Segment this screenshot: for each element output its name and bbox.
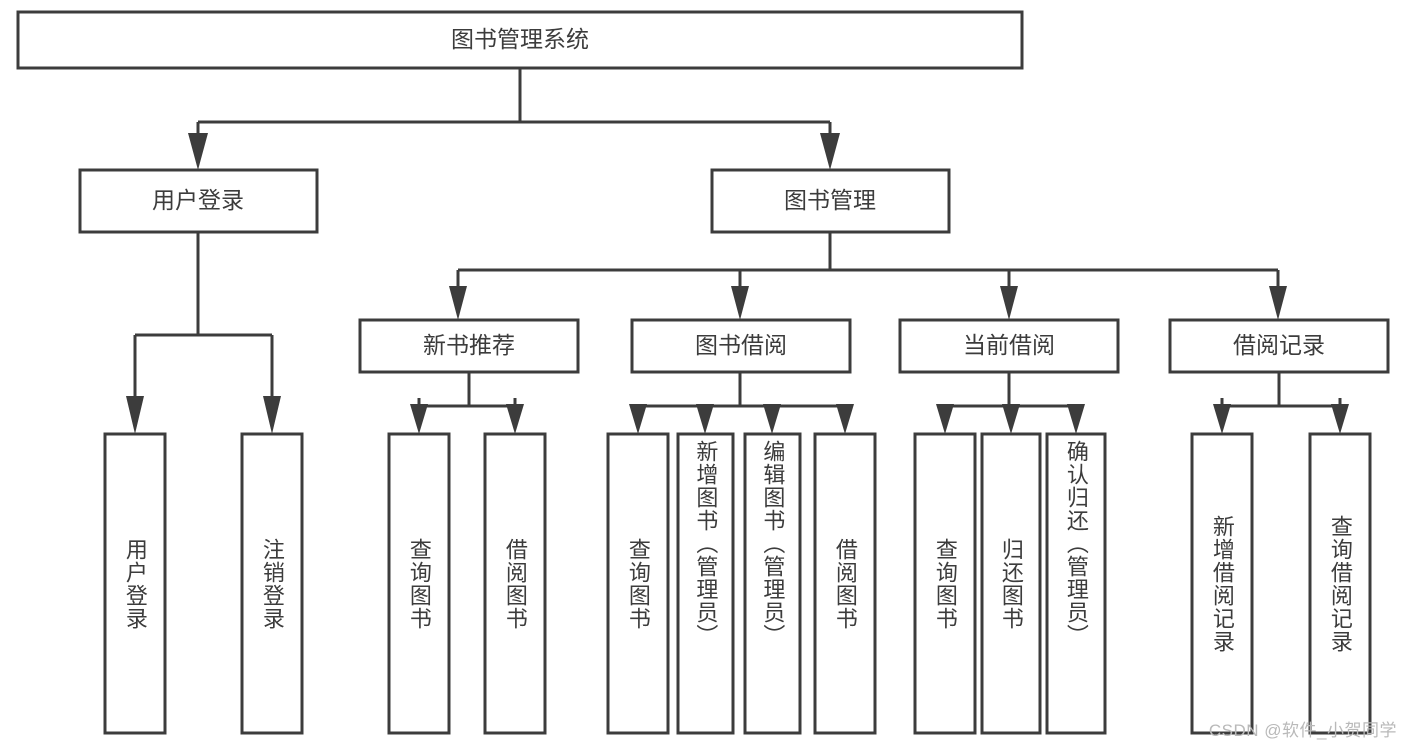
arrowhead-leaf-edit-book — [763, 404, 781, 434]
arrowhead-leaf-add-book — [696, 404, 714, 434]
node-leaf-user-login-box[interactable] — [103, 432, 167, 735]
node-leaf-query-book-1-box[interactable] — [387, 432, 451, 735]
node-user-login-box[interactable] — [78, 168, 319, 234]
node-new-book-recommend-label: 新书推荐 — [423, 332, 515, 358]
node-leaf-return-book-box[interactable] — [980, 432, 1042, 735]
arrowhead-leaf-query-book-1 — [410, 404, 428, 434]
arrowhead-leaf-user-logout — [263, 396, 281, 434]
node-leaf-user-logout-box[interactable] — [240, 432, 304, 735]
node-book-manage[interactable]: 图书管理 — [710, 168, 951, 234]
node-root-label: 图书管理系统 — [451, 26, 589, 52]
node-borrow-record[interactable]: 借阅记录 — [1168, 318, 1390, 374]
arrowhead-leaf-query-book-3 — [936, 404, 954, 434]
arrowhead-leaf-user-login — [126, 396, 144, 434]
node-leaf-edit-book-box[interactable] — [743, 432, 802, 735]
arrowhead-leaf-borrow-book-2 — [836, 404, 854, 434]
arrowhead-current-borrow — [1000, 286, 1018, 320]
arrowhead-borrow-record — [1269, 286, 1287, 320]
node-leaf-query-book-2-box[interactable] — [606, 432, 670, 735]
node-current-borrow-label: 当前借阅 — [963, 332, 1055, 358]
node-book-borrow-box[interactable] — [630, 318, 852, 374]
node-user-login[interactable]: 用户登录 — [78, 168, 319, 234]
node-current-borrow-box[interactable] — [898, 318, 1120, 374]
arrowhead-leaf-return-book — [1002, 404, 1020, 434]
node-user-login-label: 用户登录 — [152, 187, 244, 213]
node-borrow-record-label: 借阅记录 — [1233, 332, 1325, 358]
node-leaf-confirm-return-box[interactable] — [1045, 432, 1107, 735]
node-book-manage-label: 图书管理 — [784, 187, 876, 213]
node-leaf-query-book-3-box[interactable] — [913, 432, 977, 735]
arrowhead-leaf-query-record — [1331, 404, 1349, 434]
arrowhead-leaf-confirm-return — [1067, 404, 1085, 434]
arrowhead-userlogin — [188, 133, 208, 170]
node-leaf-query-record-box[interactable] — [1308, 432, 1372, 735]
arrowhead-leaf-add-record — [1213, 404, 1231, 434]
arrowhead-new-book-recommend — [449, 286, 467, 320]
node-leaf-add-book-box[interactable] — [676, 432, 735, 735]
node-new-book-recommend-box[interactable] — [358, 318, 580, 374]
arrowhead-leaf-borrow-book-1 — [506, 404, 524, 434]
node-current-borrow[interactable]: 当前借阅 — [898, 318, 1120, 374]
node-book-borrow[interactable]: 图书借阅 — [630, 318, 852, 374]
node-borrow-record-box[interactable] — [1168, 318, 1390, 374]
node-book-borrow-label: 图书借阅 — [695, 332, 787, 358]
node-new-book-recommend[interactable]: 新书推荐 — [358, 318, 580, 374]
node-leaf-add-record-box[interactable] — [1190, 432, 1254, 735]
node-leaf-borrow-book-1-box[interactable] — [483, 432, 547, 735]
arrowhead-bookmanage — [820, 133, 840, 170]
connector-group — [126, 68, 1349, 434]
node-leaf-borrow-book-2-box[interactable] — [813, 432, 877, 735]
arrowhead-leaf-query-book-2 — [629, 404, 647, 434]
node-root[interactable]: 图书管理系统 — [16, 10, 1024, 70]
leaf-node-group — [103, 432, 1372, 735]
node-book-manage-box[interactable] — [710, 168, 951, 234]
node-root-box[interactable] — [16, 10, 1024, 70]
arrowhead-book-borrow — [731, 286, 749, 320]
watermark-label: CSDN @软件_小贺同学 — [1208, 721, 1397, 740]
